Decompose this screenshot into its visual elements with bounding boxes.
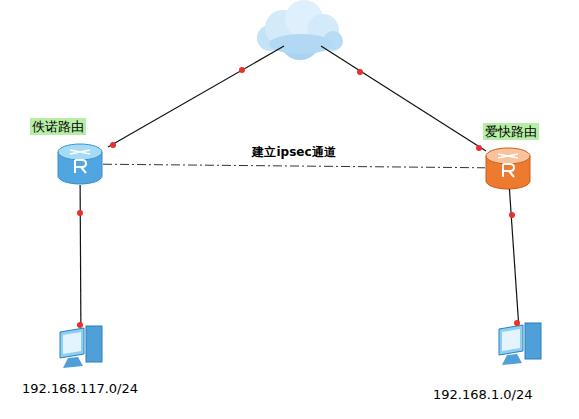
wan-link <box>321 46 486 151</box>
pc-symbol <box>499 323 541 365</box>
cloud-part <box>265 10 301 46</box>
router-letter <box>75 160 86 173</box>
router-top <box>58 144 102 160</box>
pc-monitor <box>60 328 84 358</box>
pc-stand <box>502 354 522 365</box>
node-label: 192.168.117.0/24 <box>22 380 138 397</box>
node-label: 192.168.1.0/24 <box>433 386 533 403</box>
port-dot <box>77 210 83 216</box>
lan-link <box>509 189 518 321</box>
port-dot <box>357 69 363 75</box>
router-body <box>58 152 102 184</box>
cloud-part <box>257 25 283 51</box>
router-node: 爱快路由 <box>485 147 531 189</box>
router-node: 佚诺路由 <box>57 143 103 185</box>
pc-screen <box>502 329 520 351</box>
port-dot <box>514 320 520 326</box>
cloud-symbol <box>257 0 343 60</box>
pc-tower <box>86 326 102 362</box>
port-dot <box>476 145 482 151</box>
cloud-part <box>323 31 343 51</box>
router-arrows <box>498 154 518 158</box>
port-dot <box>77 322 83 328</box>
pc-monitor <box>499 325 523 355</box>
node-label: 佚诺路由 <box>30 118 86 135</box>
pc-node: 192.168.1.0/24 <box>497 321 543 367</box>
cloud-part <box>280 20 320 60</box>
router-body <box>486 156 530 189</box>
cloud-part <box>307 14 339 46</box>
router-letter <box>503 164 514 177</box>
router-arrows <box>70 150 90 154</box>
lan-link <box>80 185 82 324</box>
cloud-part <box>285 0 323 38</box>
node-label: 爱快路由 <box>483 123 539 140</box>
router-top <box>486 148 530 164</box>
ipsec-tunnel <box>103 164 485 168</box>
port-dot <box>239 67 245 73</box>
port-dot <box>110 142 116 148</box>
pc-symbol <box>60 326 102 368</box>
pc-screen <box>63 332 81 354</box>
pc-tower <box>525 323 541 359</box>
pc-node: 192.168.117.0/24 <box>58 324 104 370</box>
port-dots <box>77 67 520 328</box>
pc-stand <box>63 357 83 368</box>
edge-label: 建立ipsec通道 <box>252 145 335 160</box>
router-symbol <box>486 148 530 189</box>
port-dot <box>509 212 515 218</box>
cloud-part <box>269 34 333 54</box>
wan-link <box>108 46 284 147</box>
router-symbol <box>58 144 102 184</box>
